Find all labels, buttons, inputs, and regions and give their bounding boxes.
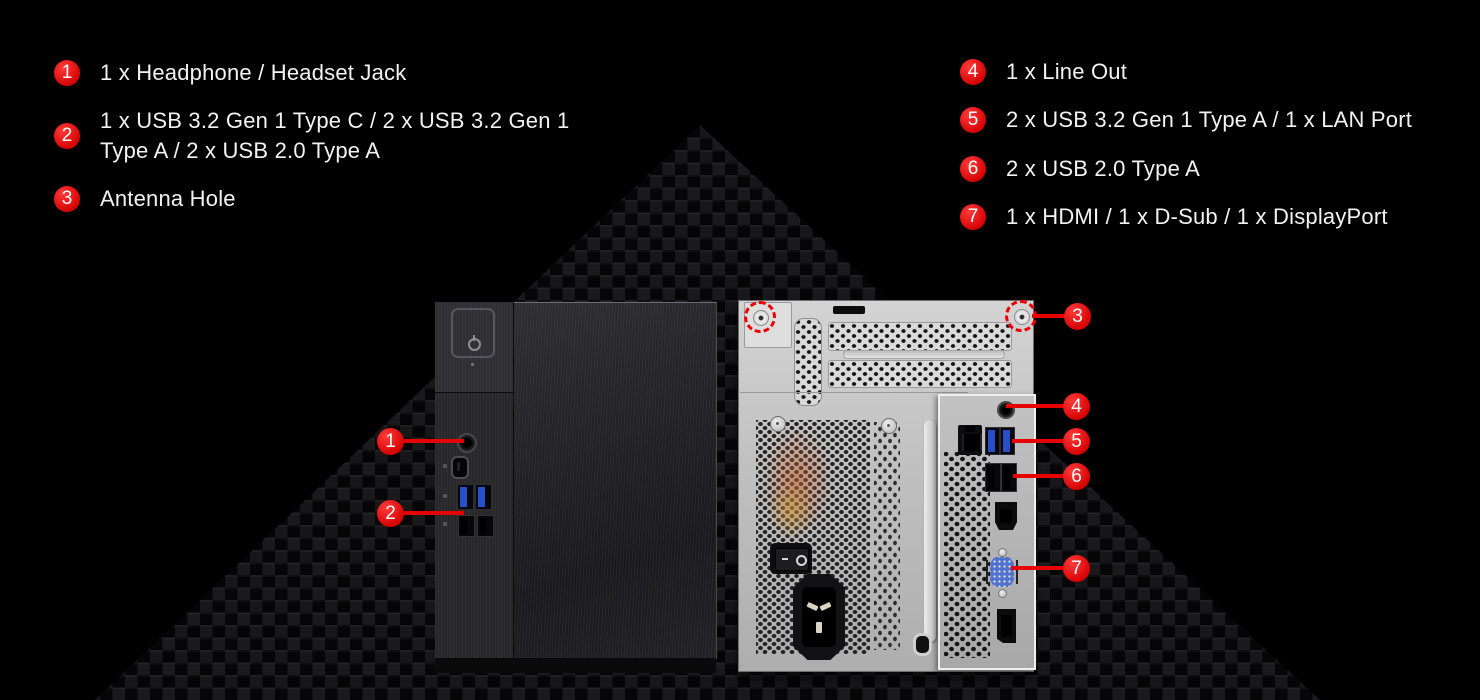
d-sub-port-icon — [990, 557, 1014, 587]
power-icon — [468, 335, 481, 351]
usb-c-port-icon — [451, 456, 469, 479]
callout-line-5 — [1012, 439, 1066, 443]
kensington-lock-icon — [913, 633, 932, 656]
d-sub-bracket — [1016, 560, 1018, 584]
legend-badge-4: 4 — [960, 59, 986, 85]
legend-badge-5: 5 — [960, 107, 986, 133]
psu-internal-glow — [768, 480, 814, 540]
callout-line-2 — [402, 511, 464, 515]
slot-cover-handle — [843, 350, 1005, 359]
screw-icon — [881, 418, 897, 434]
callout-line-7 — [1011, 566, 1066, 570]
expansion-slot-cover — [828, 360, 1012, 388]
callout-marker-1: 1 — [377, 428, 404, 455]
front-case-base — [435, 658, 716, 673]
callout-marker-6: 6 — [1063, 463, 1090, 490]
callout-line-3 — [1032, 314, 1066, 318]
front-case-body — [513, 302, 717, 659]
rear-view — [738, 300, 1036, 672]
usb3-label-mark — [443, 494, 447, 498]
rocker-switch — [775, 548, 809, 571]
usb3-type-a-port-icon — [457, 484, 474, 510]
ac-inlet-recess — [802, 587, 836, 647]
legend-badge-7: 7 — [960, 204, 986, 230]
legend-item-headphone-jack: 1 1 x Headphone / Headset Jack — [54, 58, 406, 88]
vented-bracket — [794, 318, 822, 406]
power-led — [471, 363, 474, 366]
legend-item-line-out: 4 1 x Line Out — [960, 57, 1127, 87]
usb2-type-a-port-icon — [985, 463, 1001, 492]
lan-clip — [965, 426, 975, 432]
legend-label-3: Antenna Hole — [100, 186, 236, 211]
legend-label-6: 2 x USB 2.0 Type A — [1006, 156, 1200, 181]
rear-io-panel — [938, 394, 1036, 670]
d-sub-bracket — [986, 560, 988, 584]
expansion-slot-cover — [828, 322, 1012, 351]
legend-badge-2: 2 — [54, 123, 80, 149]
front-view — [435, 302, 717, 673]
callout-marker-4: 4 — [1063, 393, 1090, 420]
callout-marker-5: 5 — [1063, 428, 1090, 455]
legend-item-rear-usb3-lan: 5 2 x USB 3.2 Gen 1 Type A / 1 x LAN Por… — [960, 105, 1412, 135]
callout-line-6 — [1013, 474, 1066, 478]
rear-top-notch — [833, 306, 865, 314]
hdmi-port-icon — [995, 502, 1017, 530]
legend-label-5: 2 x USB 3.2 Gen 1 Type A / 1 x LAN Port — [1006, 107, 1413, 132]
legend-label-2-line1: 1 x USB 3.2 Gen 1 Type C / 2 x USB 3.2 G… — [100, 108, 570, 133]
legend-label-7: 1 x HDMI / 1 x D-Sub / 1 x DisplayPort — [1006, 204, 1388, 229]
switch-on-mark — [782, 558, 788, 560]
switch-off-mark — [796, 555, 807, 566]
callout-marker-3: 3 — [1064, 303, 1091, 330]
side-vent-grille — [874, 422, 900, 650]
power-switch-icon — [770, 543, 812, 574]
antenna-hole-highlight-ring — [1005, 300, 1037, 332]
hdmi-socket — [1000, 509, 1012, 523]
usb2-type-a-port-icon — [477, 515, 494, 537]
legend-label-1: 1 x Headphone / Headset Jack — [100, 60, 407, 85]
lan-port-icon — [958, 425, 982, 455]
d-sub-port-group — [986, 548, 1018, 598]
callout-marker-2: 2 — [377, 500, 404, 527]
usb-c-label-mark — [443, 464, 447, 468]
callout-line-4 — [1006, 404, 1066, 408]
ac-inlet-icon — [793, 574, 845, 660]
callout-line-1 — [402, 439, 464, 443]
legend-badge-1: 1 — [54, 60, 80, 86]
legend-item-video-outputs: 7 1 x HDMI / 1 x D-Sub / 1 x DisplayPort — [960, 202, 1388, 232]
headphone-jack-icon — [457, 433, 477, 453]
displayport-port-icon — [997, 609, 1016, 643]
callout-marker-7: 7 — [1063, 555, 1090, 582]
io-divider-bar — [924, 420, 936, 642]
legend-label-2-line2: Type A / 2 x USB 2.0 Type A — [100, 138, 381, 163]
legend-badge-6: 6 — [960, 156, 986, 182]
lan-socket — [962, 434, 982, 451]
legend-label-4: 1 x Line Out — [1006, 59, 1128, 84]
usb2-type-a-port-icon — [458, 515, 475, 537]
antenna-hole-highlight-ring — [744, 301, 776, 333]
panel-seam — [740, 392, 968, 393]
screw-icon — [998, 589, 1007, 598]
screw-icon — [998, 548, 1007, 557]
legend-item-front-usb: 2 1 x USB 3.2 Gen 1 Type C / 2 x USB 3.2… — [54, 106, 569, 166]
legend-label-2: 1 x USB 3.2 Gen 1 Type C / 2 x USB 3.2 G… — [100, 106, 569, 166]
power-button — [451, 308, 495, 358]
displayport-socket — [1001, 615, 1012, 637]
usb3-type-a-port-icon — [475, 484, 492, 510]
legend-badge-3: 3 — [54, 186, 80, 212]
ac-pin — [816, 622, 822, 633]
legend-item-rear-usb2: 6 2 x USB 2.0 Type A — [960, 154, 1200, 184]
usb3-type-a-port-icon — [985, 427, 1000, 455]
io-vent-holes — [944, 452, 990, 658]
screw-icon — [770, 416, 786, 432]
legend-item-antenna-hole: 3 Antenna Hole — [54, 184, 236, 214]
usb2-label-mark — [443, 522, 447, 526]
